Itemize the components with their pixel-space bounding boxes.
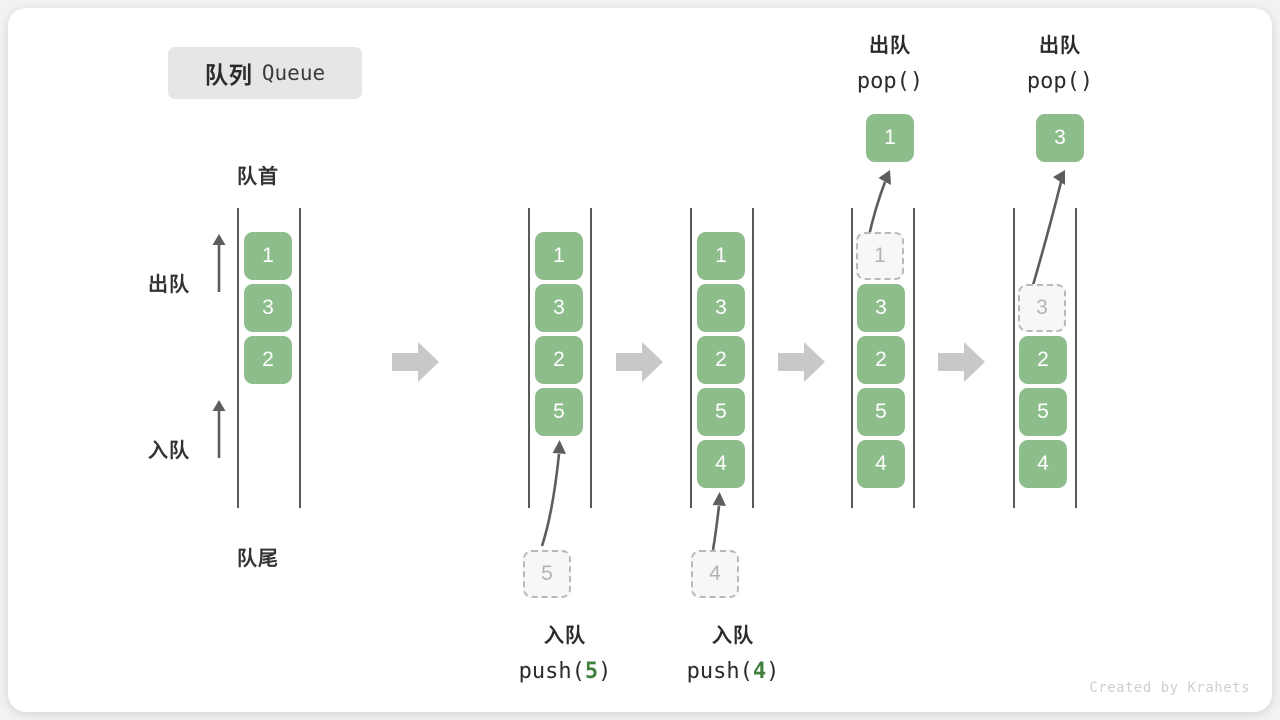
operation-label-push4: 入队 push(4) (658, 618, 808, 690)
code-fn-close: ) (598, 659, 612, 684)
incoming-element-ghost: 5 (523, 550, 571, 598)
incoming-element-ghost: 4 (691, 550, 739, 598)
enqueue-motion-arrow (711, 492, 726, 551)
step-connector-arrow (616, 342, 663, 382)
code-fn-open: push( (686, 659, 753, 684)
step-connector-arrow (392, 342, 439, 382)
code-arg: 4 (752, 659, 767, 684)
operation-label-code: pop() (856, 69, 924, 94)
dequeue-direction-arrow (212, 234, 226, 292)
dequeue-motion-arrow (866, 170, 891, 241)
operation-label-cn: 出队 (869, 35, 911, 57)
queue-rail-left-col1 (237, 208, 239, 508)
queue-rail-left-col4 (851, 208, 853, 508)
operation-label-cn: 出队 (1039, 35, 1081, 57)
queue-item: 5 (1019, 388, 1067, 436)
operation-label-pop-3: 出队 pop() (990, 28, 1130, 100)
queue-rail-left-col5 (1013, 208, 1015, 508)
code-arg: 5 (584, 659, 599, 684)
queue-item: 3 (244, 284, 292, 332)
queue-item-new: 5 (535, 388, 583, 436)
queue-rail-right-col4 (913, 208, 915, 508)
queue-item: 3 (535, 284, 583, 332)
queue-rail-right-col2 (590, 208, 592, 508)
queue-rail-left-col2 (528, 208, 530, 508)
step-connector-arrow (778, 342, 825, 382)
queue-item: 2 (697, 336, 745, 384)
operation-label-code: push(4) (658, 654, 808, 690)
operation-label-pop-1: 出队 pop() (820, 28, 960, 100)
operation-label-cn: 入队 (712, 625, 754, 647)
queue-rail-left-col3 (690, 208, 692, 508)
queue-item: 5 (857, 388, 905, 436)
code-fn-open: push( (518, 659, 585, 684)
dequeue-motion-arrow (1029, 170, 1065, 293)
removed-slot-ghost: 1 (856, 232, 904, 280)
removed-slot-ghost: 3 (1018, 284, 1066, 332)
credit-text: Created by Krahets (1089, 680, 1250, 696)
enqueue-motion-arrow (540, 440, 566, 547)
popped-element: 3 (1036, 114, 1084, 162)
popped-element: 1 (866, 114, 914, 162)
label-queue-rear: 队尾 (237, 548, 279, 570)
queue-item: 2 (535, 336, 583, 384)
step-connector-arrow (938, 342, 985, 382)
queue-item: 1 (244, 232, 292, 280)
enqueue-direction-arrow (212, 400, 226, 458)
queue-item: 1 (535, 232, 583, 280)
label-enqueue: 入队 (148, 440, 190, 462)
queue-item-new: 4 (697, 440, 745, 488)
title-chinese: 队列 (204, 62, 253, 88)
operation-label-push5: 入队 push(5) (490, 618, 640, 690)
diagram-title-chip: 队列 Queue (168, 47, 362, 99)
queue-item: 5 (697, 388, 745, 436)
queue-item: 2 (244, 336, 292, 384)
queue-item: 2 (857, 336, 905, 384)
queue-item: 4 (857, 440, 905, 488)
queue-rail-right-col3 (752, 208, 754, 508)
queue-item: 4 (1019, 440, 1067, 488)
queue-rail-right-col5 (1075, 208, 1077, 508)
operation-label-cn: 入队 (544, 625, 586, 647)
queue-item: 3 (697, 284, 745, 332)
operation-label-code: push(5) (490, 654, 640, 690)
label-queue-front: 队首 (237, 166, 279, 188)
operation-label-code: pop() (1026, 69, 1094, 94)
queue-rail-right-col1 (299, 208, 301, 508)
queue-item: 3 (857, 284, 905, 332)
code-fn-close: ) (766, 659, 780, 684)
title-english: Queue (261, 61, 326, 85)
queue-item: 1 (697, 232, 745, 280)
label-dequeue: 出队 (148, 274, 190, 296)
queue-item: 2 (1019, 336, 1067, 384)
